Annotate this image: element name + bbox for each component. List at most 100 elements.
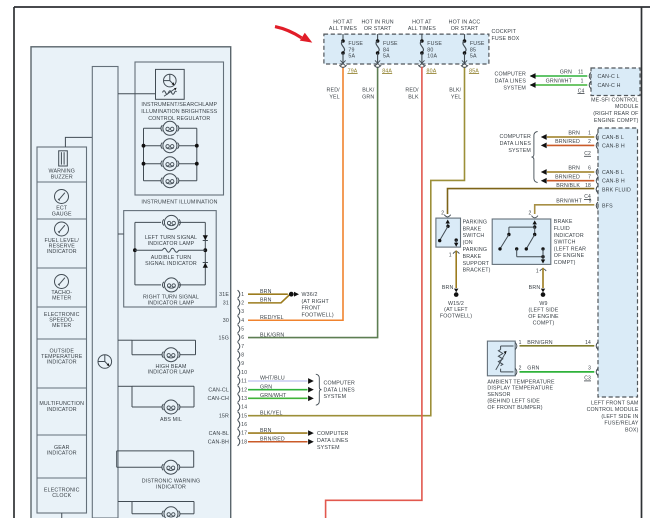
svg-text:3: 3 — [241, 309, 244, 315]
svg-text:DATA LINES: DATA LINES — [495, 78, 527, 84]
svg-text:CAN-CH: CAN-CH — [208, 396, 230, 402]
svg-text:METER: METER — [52, 295, 71, 301]
svg-text:1: 1 — [536, 268, 539, 274]
svg-text:85A: 85A — [469, 68, 479, 74]
svg-text:84: 84 — [383, 47, 389, 53]
svg-text:10: 10 — [241, 370, 247, 376]
svg-text:INDICATOR LAMP: INDICATOR LAMP — [148, 300, 195, 306]
svg-text:FOOTWELL): FOOTWELL) — [440, 314, 472, 320]
svg-text:COMPUTER: COMPUTER — [324, 380, 356, 386]
svg-text:BRN/WHT: BRN/WHT — [556, 199, 582, 205]
svg-text:8: 8 — [241, 353, 244, 359]
svg-text:OF ENGINE: OF ENGINE — [554, 253, 585, 259]
svg-text:MULTIFUNCTION: MULTIFUNCTION — [39, 401, 84, 407]
svg-text:BRAKE: BRAKE — [554, 219, 573, 225]
svg-text:3: 3 — [588, 366, 591, 372]
svg-text:WARNING: WARNING — [49, 168, 75, 174]
svg-text:BRN: BRN — [442, 285, 454, 291]
svg-text:(AT RIGHT: (AT RIGHT — [302, 299, 330, 305]
svg-text:18: 18 — [585, 183, 591, 189]
svg-text:BRN: BRN — [568, 131, 580, 137]
svg-text:BRN: BRN — [568, 166, 580, 172]
svg-text:SWITCH: SWITCH — [463, 233, 485, 239]
svg-text:INDICATOR LAMP: INDICATOR LAMP — [148, 370, 195, 376]
svg-text:ME-SFI CONTROL: ME-SFI CONTROL — [591, 97, 638, 103]
svg-text:COMPUTER: COMPUTER — [317, 431, 349, 437]
svg-text:BLK: BLK — [408, 94, 419, 100]
svg-text:79A: 79A — [348, 68, 358, 74]
svg-text:(ON: (ON — [463, 240, 473, 246]
svg-text:INSTRUMENT ILLUMINATION: INSTRUMENT ILLUMINATION — [141, 200, 217, 206]
svg-text:CAN-B L: CAN-B L — [602, 135, 624, 141]
svg-text:1: 1 — [581, 79, 584, 85]
svg-text:W36/2: W36/2 — [302, 292, 318, 298]
svg-text:BRN: BRN — [529, 285, 541, 291]
svg-text:INDICATOR: INDICATOR — [47, 450, 77, 456]
svg-text:DISPLAY TEMPERATURE: DISPLAY TEMPERATURE — [487, 386, 553, 392]
svg-text:HOT AT: HOT AT — [412, 19, 432, 25]
svg-text:5: 5 — [241, 327, 244, 333]
svg-text:9: 9 — [241, 361, 244, 367]
svg-text:SPEEDO-: SPEEDO- — [49, 318, 74, 324]
svg-text:ELECTRONIC: ELECTRONIC — [44, 488, 80, 494]
svg-text:7: 7 — [241, 344, 244, 350]
svg-text:2: 2 — [241, 300, 244, 306]
svg-text:GEAR: GEAR — [54, 445, 70, 451]
svg-text:CONTROL MODULE: CONTROL MODULE — [587, 407, 639, 413]
svg-text:CAN-C H: CAN-C H — [598, 83, 621, 89]
svg-text:6: 6 — [588, 166, 591, 172]
svg-text:BRN/RED: BRN/RED — [555, 174, 580, 180]
svg-text:HOT IN ACC: HOT IN ACC — [449, 19, 481, 25]
svg-text:BUZZER: BUZZER — [51, 174, 73, 180]
svg-text:BLK/: BLK/ — [362, 87, 374, 93]
svg-text:INDICATOR: INDICATOR — [554, 233, 584, 239]
svg-text:MODULE: MODULE — [615, 104, 639, 110]
svg-text:(LEFT SIDE IN: (LEFT SIDE IN — [601, 414, 638, 420]
svg-text:AUDIBLE TURN: AUDIBLE TURN — [151, 255, 192, 261]
svg-text:YEL: YEL — [451, 94, 461, 100]
svg-text:INSTRUMENT/SEARCHLAMP: INSTRUMENT/SEARCHLAMP — [141, 102, 217, 108]
svg-text:BOX): BOX) — [625, 428, 639, 434]
svg-text:1: 1 — [519, 340, 522, 346]
svg-text:FUEL LEVEL/: FUEL LEVEL/ — [45, 238, 80, 244]
svg-text:14: 14 — [241, 405, 247, 411]
svg-text:BRN: BRN — [260, 289, 272, 295]
svg-text:SENSOR: SENSOR — [487, 392, 510, 398]
svg-text:COCKPIT: COCKPIT — [492, 29, 517, 35]
svg-text:9: 9 — [589, 199, 592, 205]
svg-text:BRN/RED: BRN/RED — [555, 139, 580, 145]
svg-text:HIGH BEAM: HIGH BEAM — [155, 364, 186, 370]
svg-text:FUSE: FUSE — [383, 41, 398, 47]
svg-text:SYSTEM: SYSTEM — [503, 85, 526, 91]
svg-text:2: 2 — [528, 211, 531, 217]
svg-text:GRN/WHT: GRN/WHT — [260, 393, 287, 399]
svg-text:INDICATOR LAMP: INDICATOR LAMP — [148, 241, 195, 247]
svg-text:11: 11 — [578, 70, 584, 76]
svg-text:LEFT FRONT SAM: LEFT FRONT SAM — [591, 400, 639, 406]
svg-text:PARKING: PARKING — [463, 219, 488, 225]
svg-text:ALL TIMES: ALL TIMES — [408, 26, 436, 32]
svg-text:79: 79 — [348, 47, 354, 53]
svg-text:COMPUTER: COMPUTER — [499, 134, 531, 140]
svg-text:FUSE BOX: FUSE BOX — [492, 36, 520, 42]
svg-text:COMPT): COMPT) — [554, 260, 576, 266]
svg-text:C4: C4 — [578, 88, 585, 94]
svg-text:PARKING: PARKING — [463, 247, 488, 253]
svg-text:ECT: ECT — [56, 206, 68, 212]
svg-text:BRN: BRN — [260, 428, 272, 434]
svg-text:84A: 84A — [382, 68, 392, 74]
svg-text:DATA LINES: DATA LINES — [324, 387, 356, 393]
svg-text:YEL: YEL — [329, 94, 339, 100]
svg-text:DATA LINES: DATA LINES — [500, 141, 532, 147]
svg-text:SIGNAL INDICATOR: SIGNAL INDICATOR — [145, 261, 197, 267]
svg-text:SYSTEM: SYSTEM — [317, 445, 340, 451]
svg-text:2: 2 — [588, 139, 591, 145]
svg-text:TACHO-: TACHO- — [51, 290, 72, 296]
svg-text:FUSE/RELAY: FUSE/RELAY — [604, 421, 638, 427]
svg-text:BFS: BFS — [602, 204, 613, 210]
svg-text:RED/YEL: RED/YEL — [260, 315, 284, 321]
svg-text:CONTROL REGULATOR: CONTROL REGULATOR — [148, 116, 210, 122]
svg-text:2: 2 — [441, 211, 444, 217]
svg-text:INDICATOR: INDICATOR — [156, 485, 186, 491]
svg-text:HOT IN RUN: HOT IN RUN — [361, 19, 393, 25]
